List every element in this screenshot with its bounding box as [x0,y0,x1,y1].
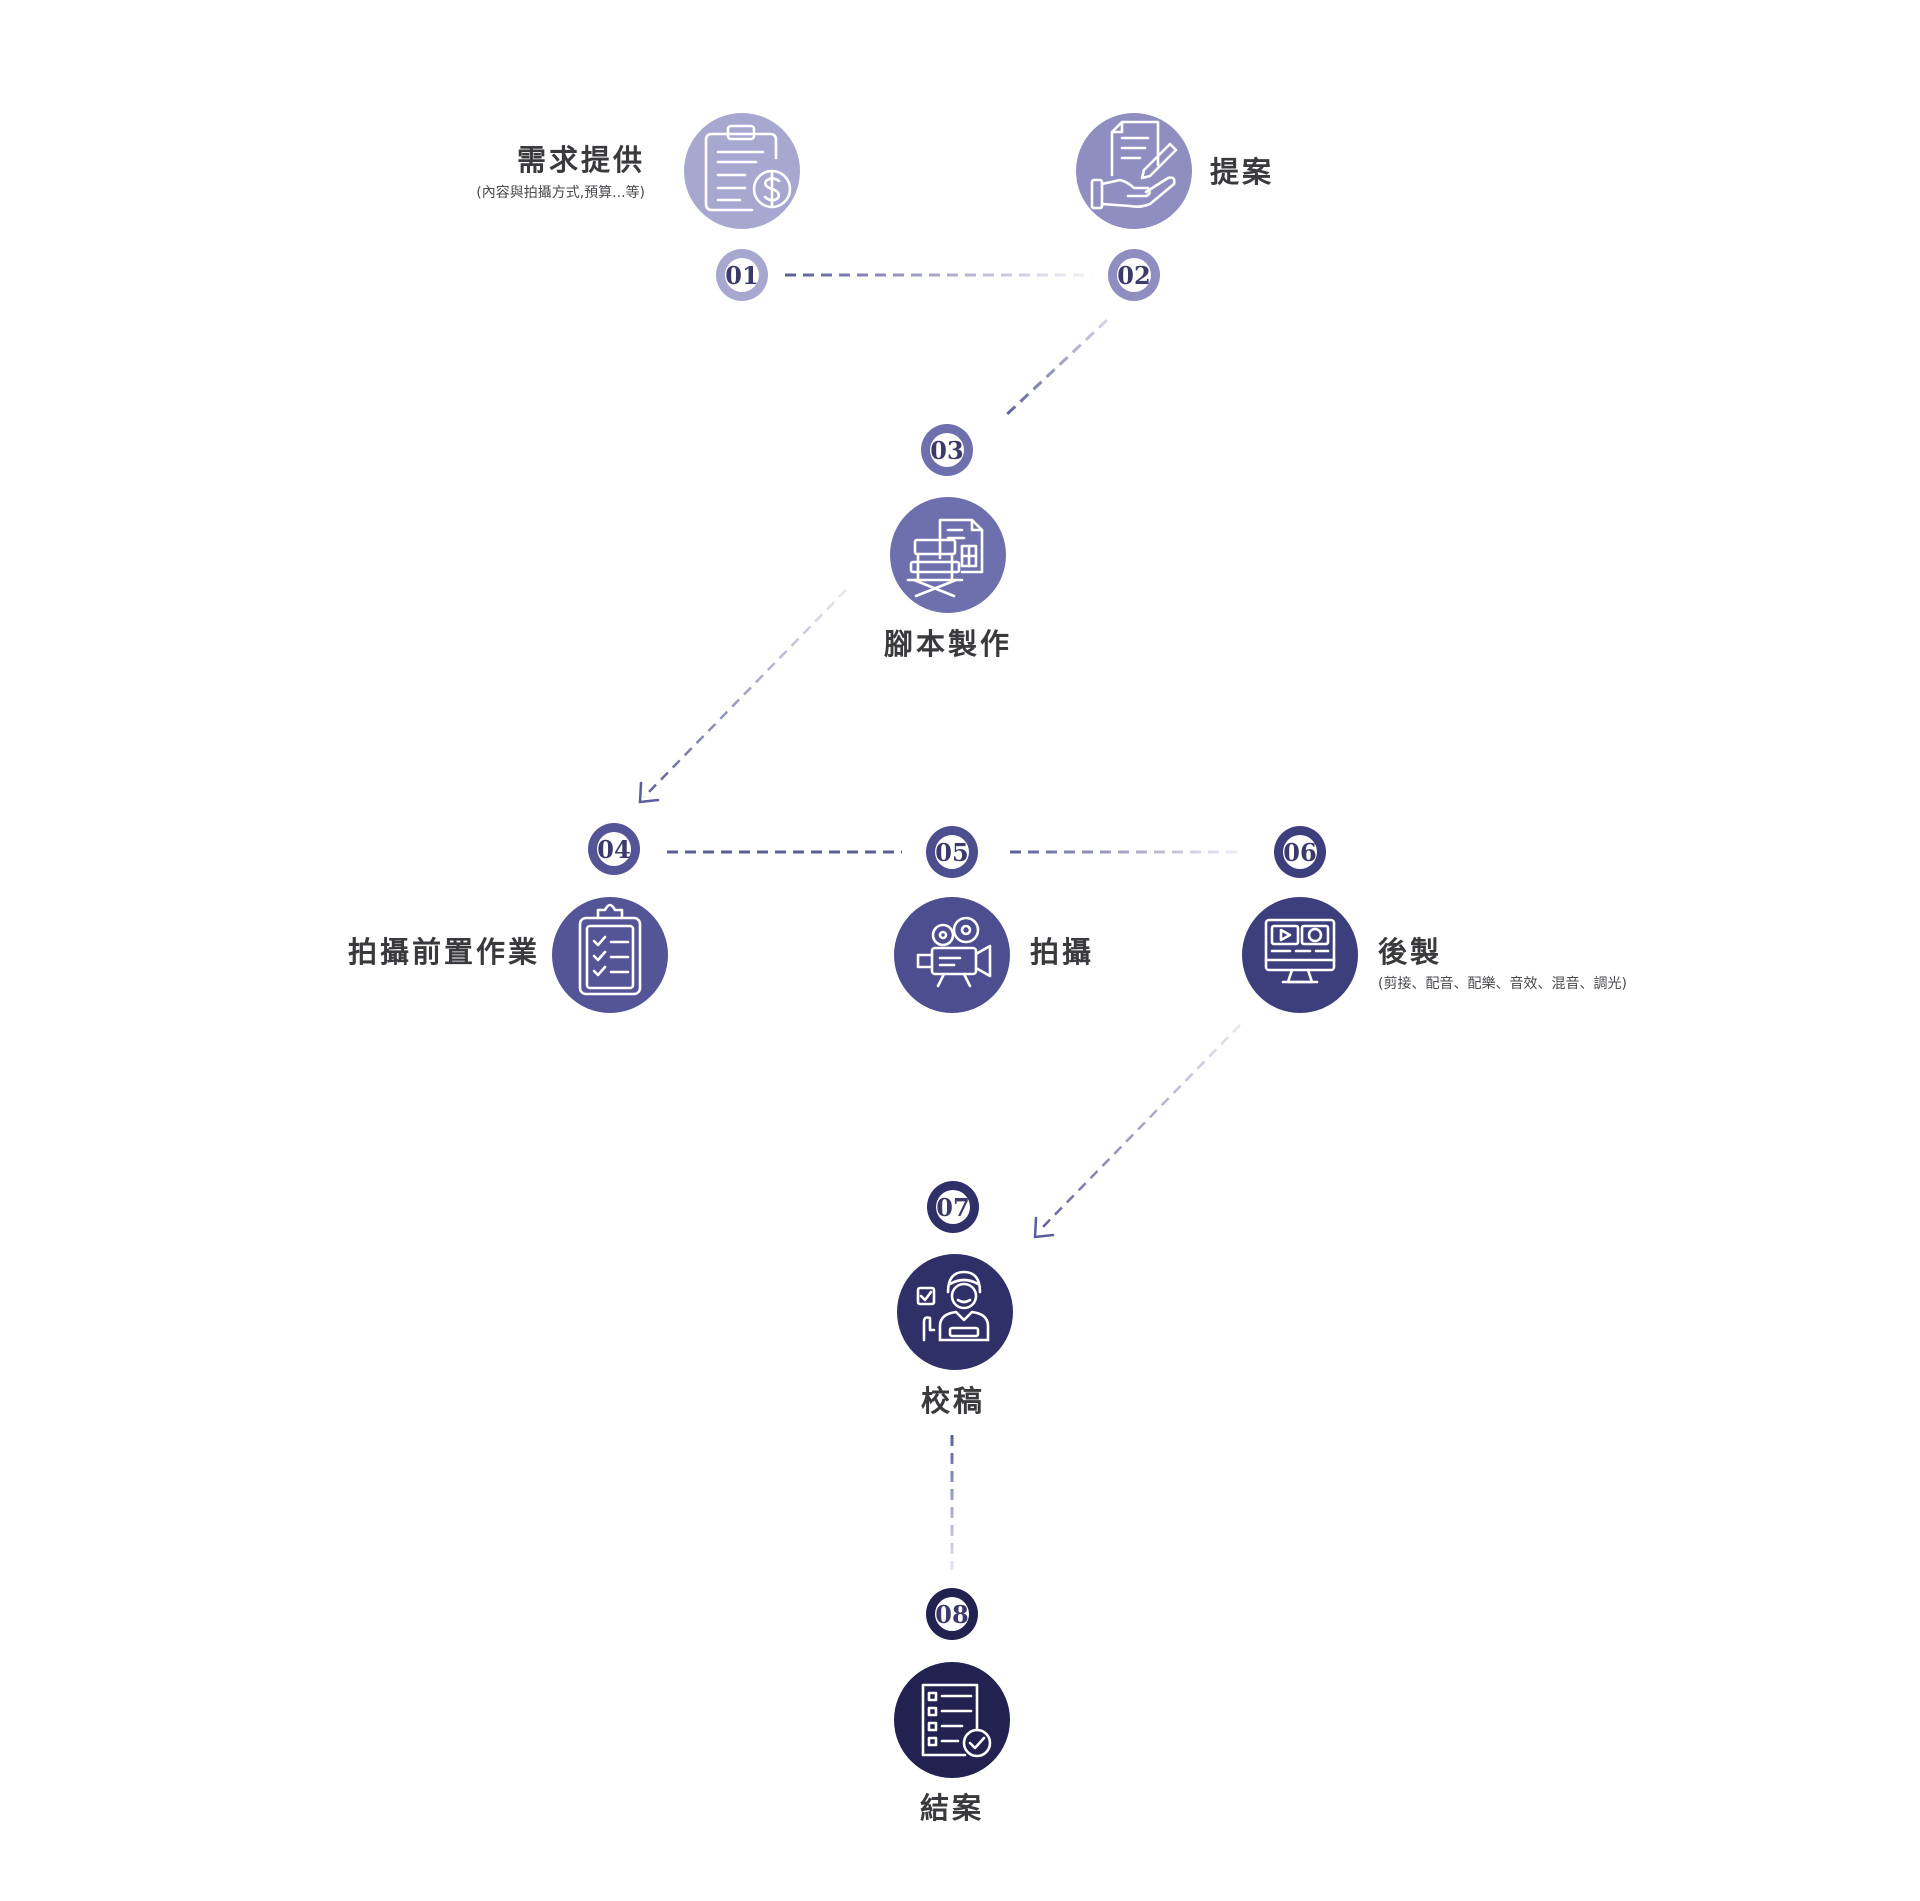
svg-text:08: 08 [935,1600,968,1629]
step-08-icon-disc [894,1662,1010,1778]
step-04-icon-disc [552,897,668,1013]
document-check-icon [921,1683,992,1758]
step-06-icon-disc [1242,897,1358,1013]
step-07-title: 校稿 [920,1384,985,1418]
svg-text:06: 06 [1283,838,1316,867]
step-08-title: 結案 [919,1791,984,1825]
step-04-title: 拍攝前置作業 [347,935,540,969]
step-number-06: 06 [1274,826,1326,878]
step-number-02: 02 [1108,249,1160,301]
step-number-05: 05 [926,826,978,878]
step-02-icon-disc [1076,113,1192,229]
director-chair-script-icon [906,518,984,598]
step-02-title: 提案 [1210,155,1275,189]
step-03-title: 腳本製作 [883,627,1012,661]
checklist-clipboard-icon [578,903,642,996]
step-01-note: (內容與拍攝方式,預算...等) [476,185,645,201]
connector-03-04-arrow [638,589,847,804]
svg-text:03: 03 [930,436,963,465]
connector-02-03 [1001,318,1109,420]
step-05-icon-disc [894,897,1010,1013]
step-number-04: 04 [588,823,640,875]
svg-text:07: 07 [936,1193,969,1222]
svg-text:05: 05 [935,838,968,867]
svg-text:02: 02 [1117,261,1150,290]
reviewer-person-icon [916,1270,990,1342]
step-01-title: 需求提供 [516,143,645,177]
step-01-icon-disc [684,113,800,229]
proposal-hand-icon [1090,120,1178,210]
step-number-07: 07 [927,1181,979,1233]
svg-text:04: 04 [597,835,630,864]
connector-06-07-arrow [1033,1024,1241,1239]
step-05-title: 拍攝 [1030,935,1095,969]
step-06-title: 後製 [1378,935,1443,969]
step-number-01: 01 [716,249,768,301]
step-number-08: 08 [926,1588,978,1640]
step-number-03: 03 [921,424,973,476]
video-monitor-icon [1264,918,1336,984]
step-06-note: (剪接、配音、配樂、音效、混音、調光) [1378,976,1627,992]
movie-camera-icon [916,916,992,988]
svg-text:01: 01 [725,261,758,290]
clipboard-dollar-icon [704,124,792,212]
